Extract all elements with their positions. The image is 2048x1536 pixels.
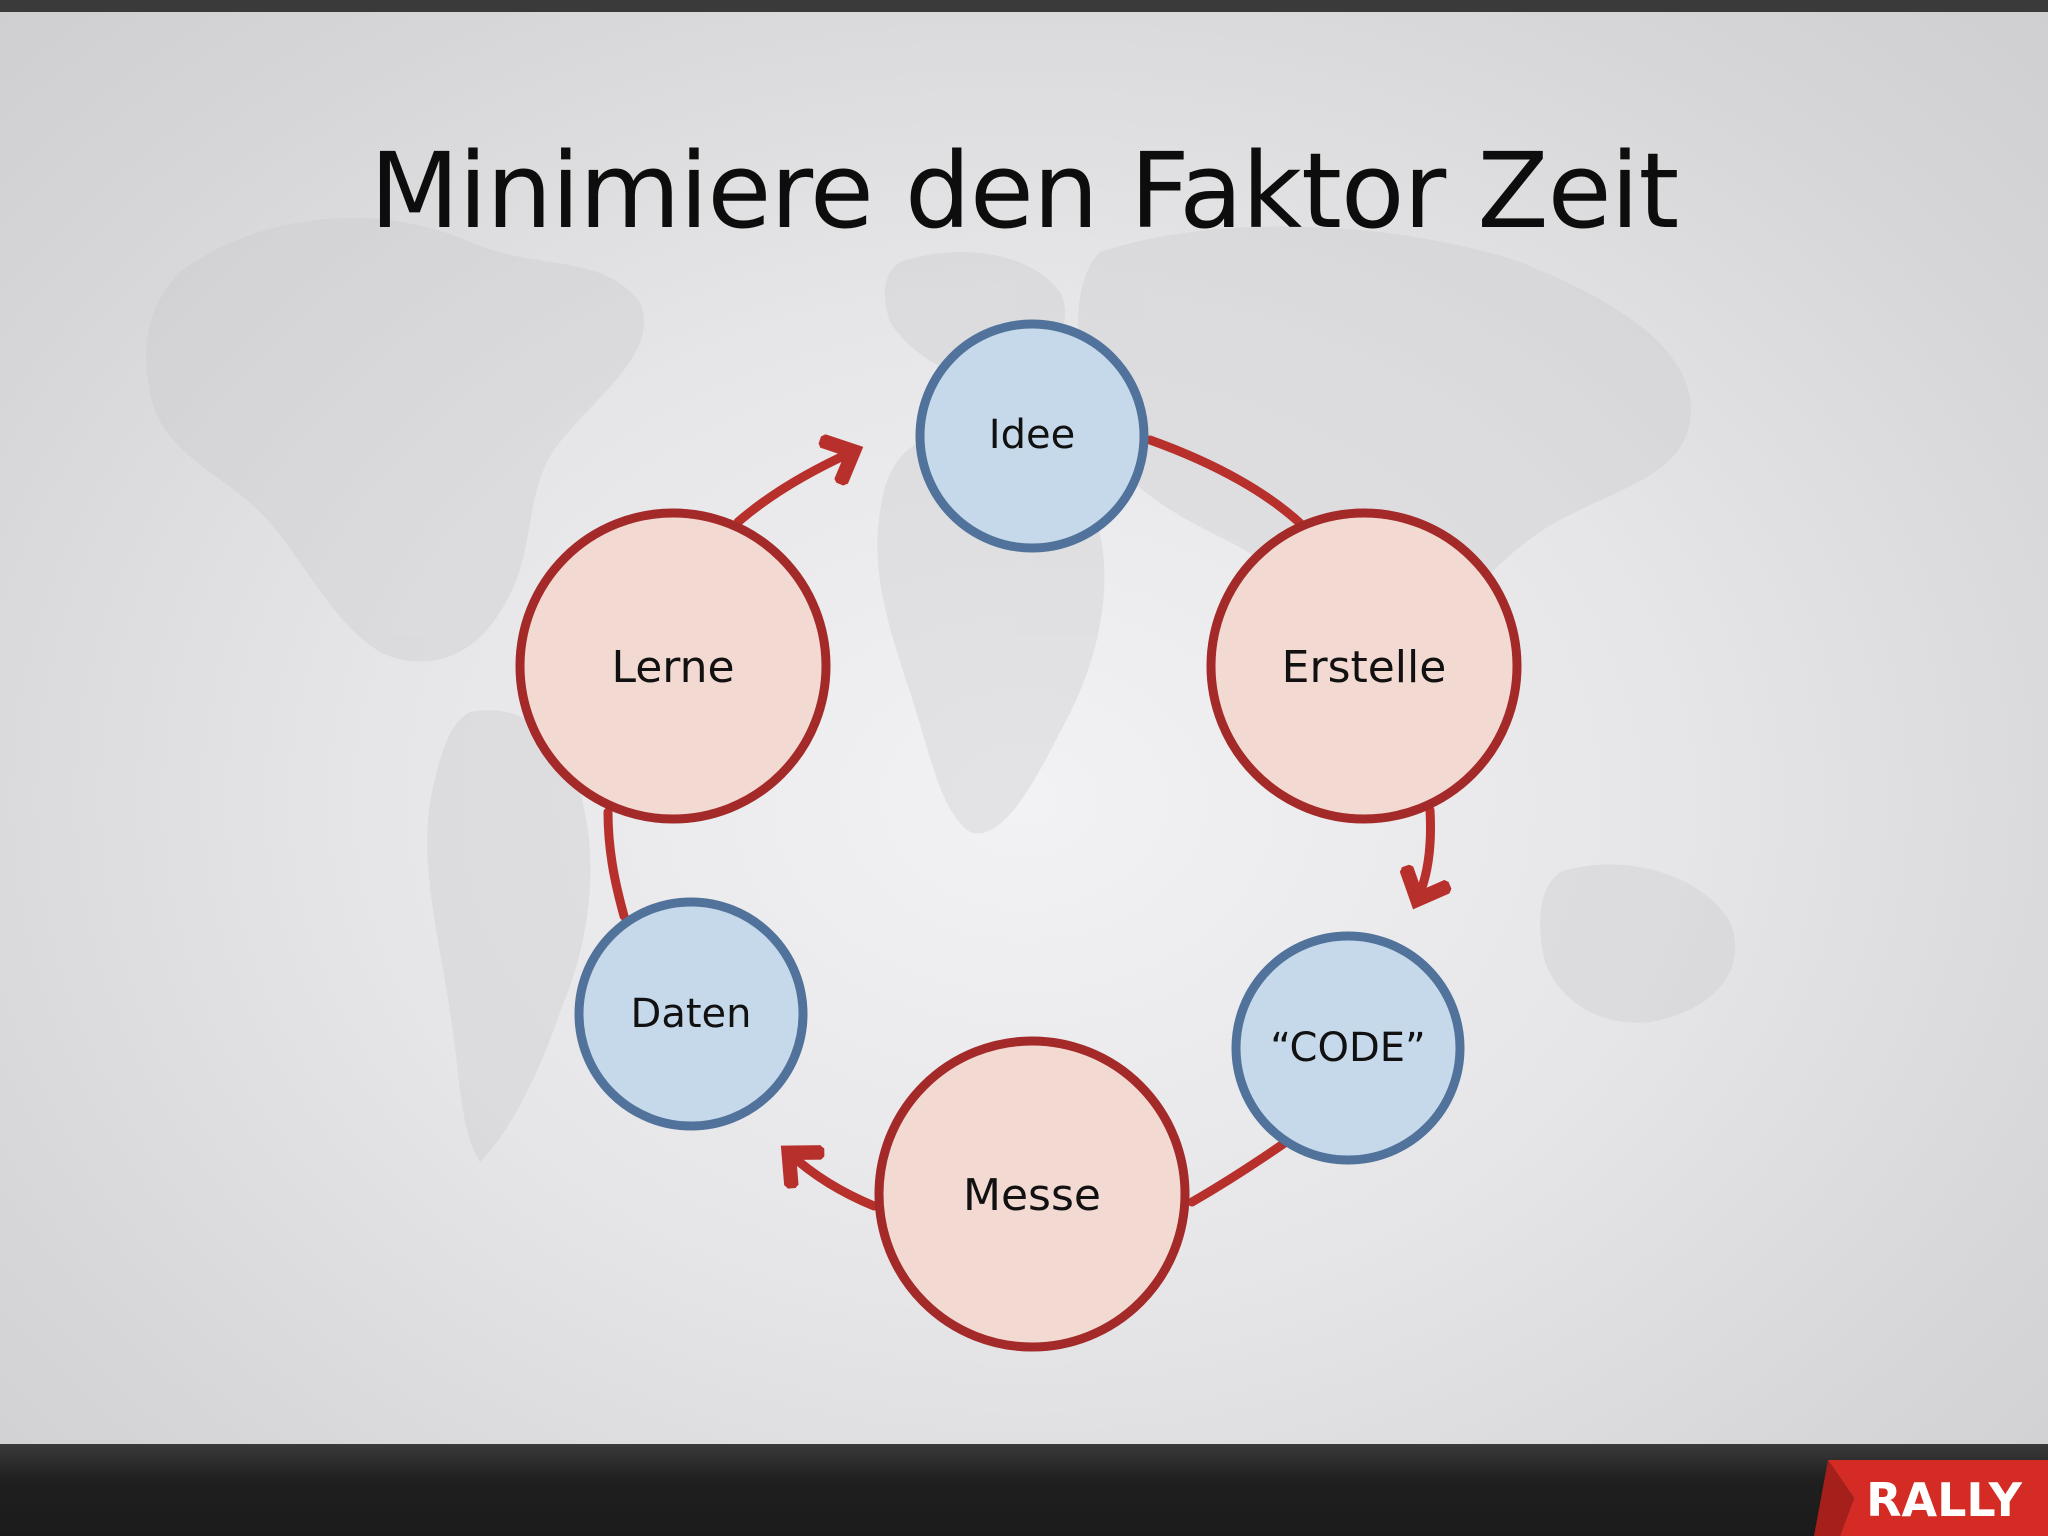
node-erstelle: Erstelle [1206,508,1522,824]
node-idee: Idee [915,319,1149,553]
rally-logo-text: RALLY [1866,1473,2022,1527]
edge-daten-lerne [603,807,629,921]
edge-idee-erstelle [1145,435,1307,530]
node-daten: Daten [574,897,808,1131]
node-erstelle-label: Erstelle [1282,642,1447,693]
node-messe: Messe [874,1036,1190,1352]
top-border [0,0,2048,12]
edge-lerne-idee [733,452,852,527]
rally-logo: RALLY [1814,1460,2048,1536]
edge-code-messe [1187,1137,1291,1207]
node-idee-label: Idee [989,412,1075,458]
world-map-watermark [146,218,1736,1162]
edge-messe-daten [790,1154,879,1211]
node-messe-label: Messe [963,1170,1101,1221]
cycle-edges [603,435,1431,1211]
node-daten-label: Daten [631,991,752,1037]
node-lerne: Lerne [515,508,831,824]
node-lerne-label: Lerne [611,642,734,693]
slide-canvas [0,12,2048,1444]
footer-bar [0,1444,2048,1536]
slide-title: Minimiere den Faktor Zeit [369,130,1679,252]
node-code-label: “CODE” [1270,1025,1426,1071]
cycle-diagram: Idee Erstelle “CODE” Messe Daten Lerne [515,319,1522,1352]
edge-erstelle-code [1418,805,1431,898]
node-code: “CODE” [1231,931,1465,1165]
